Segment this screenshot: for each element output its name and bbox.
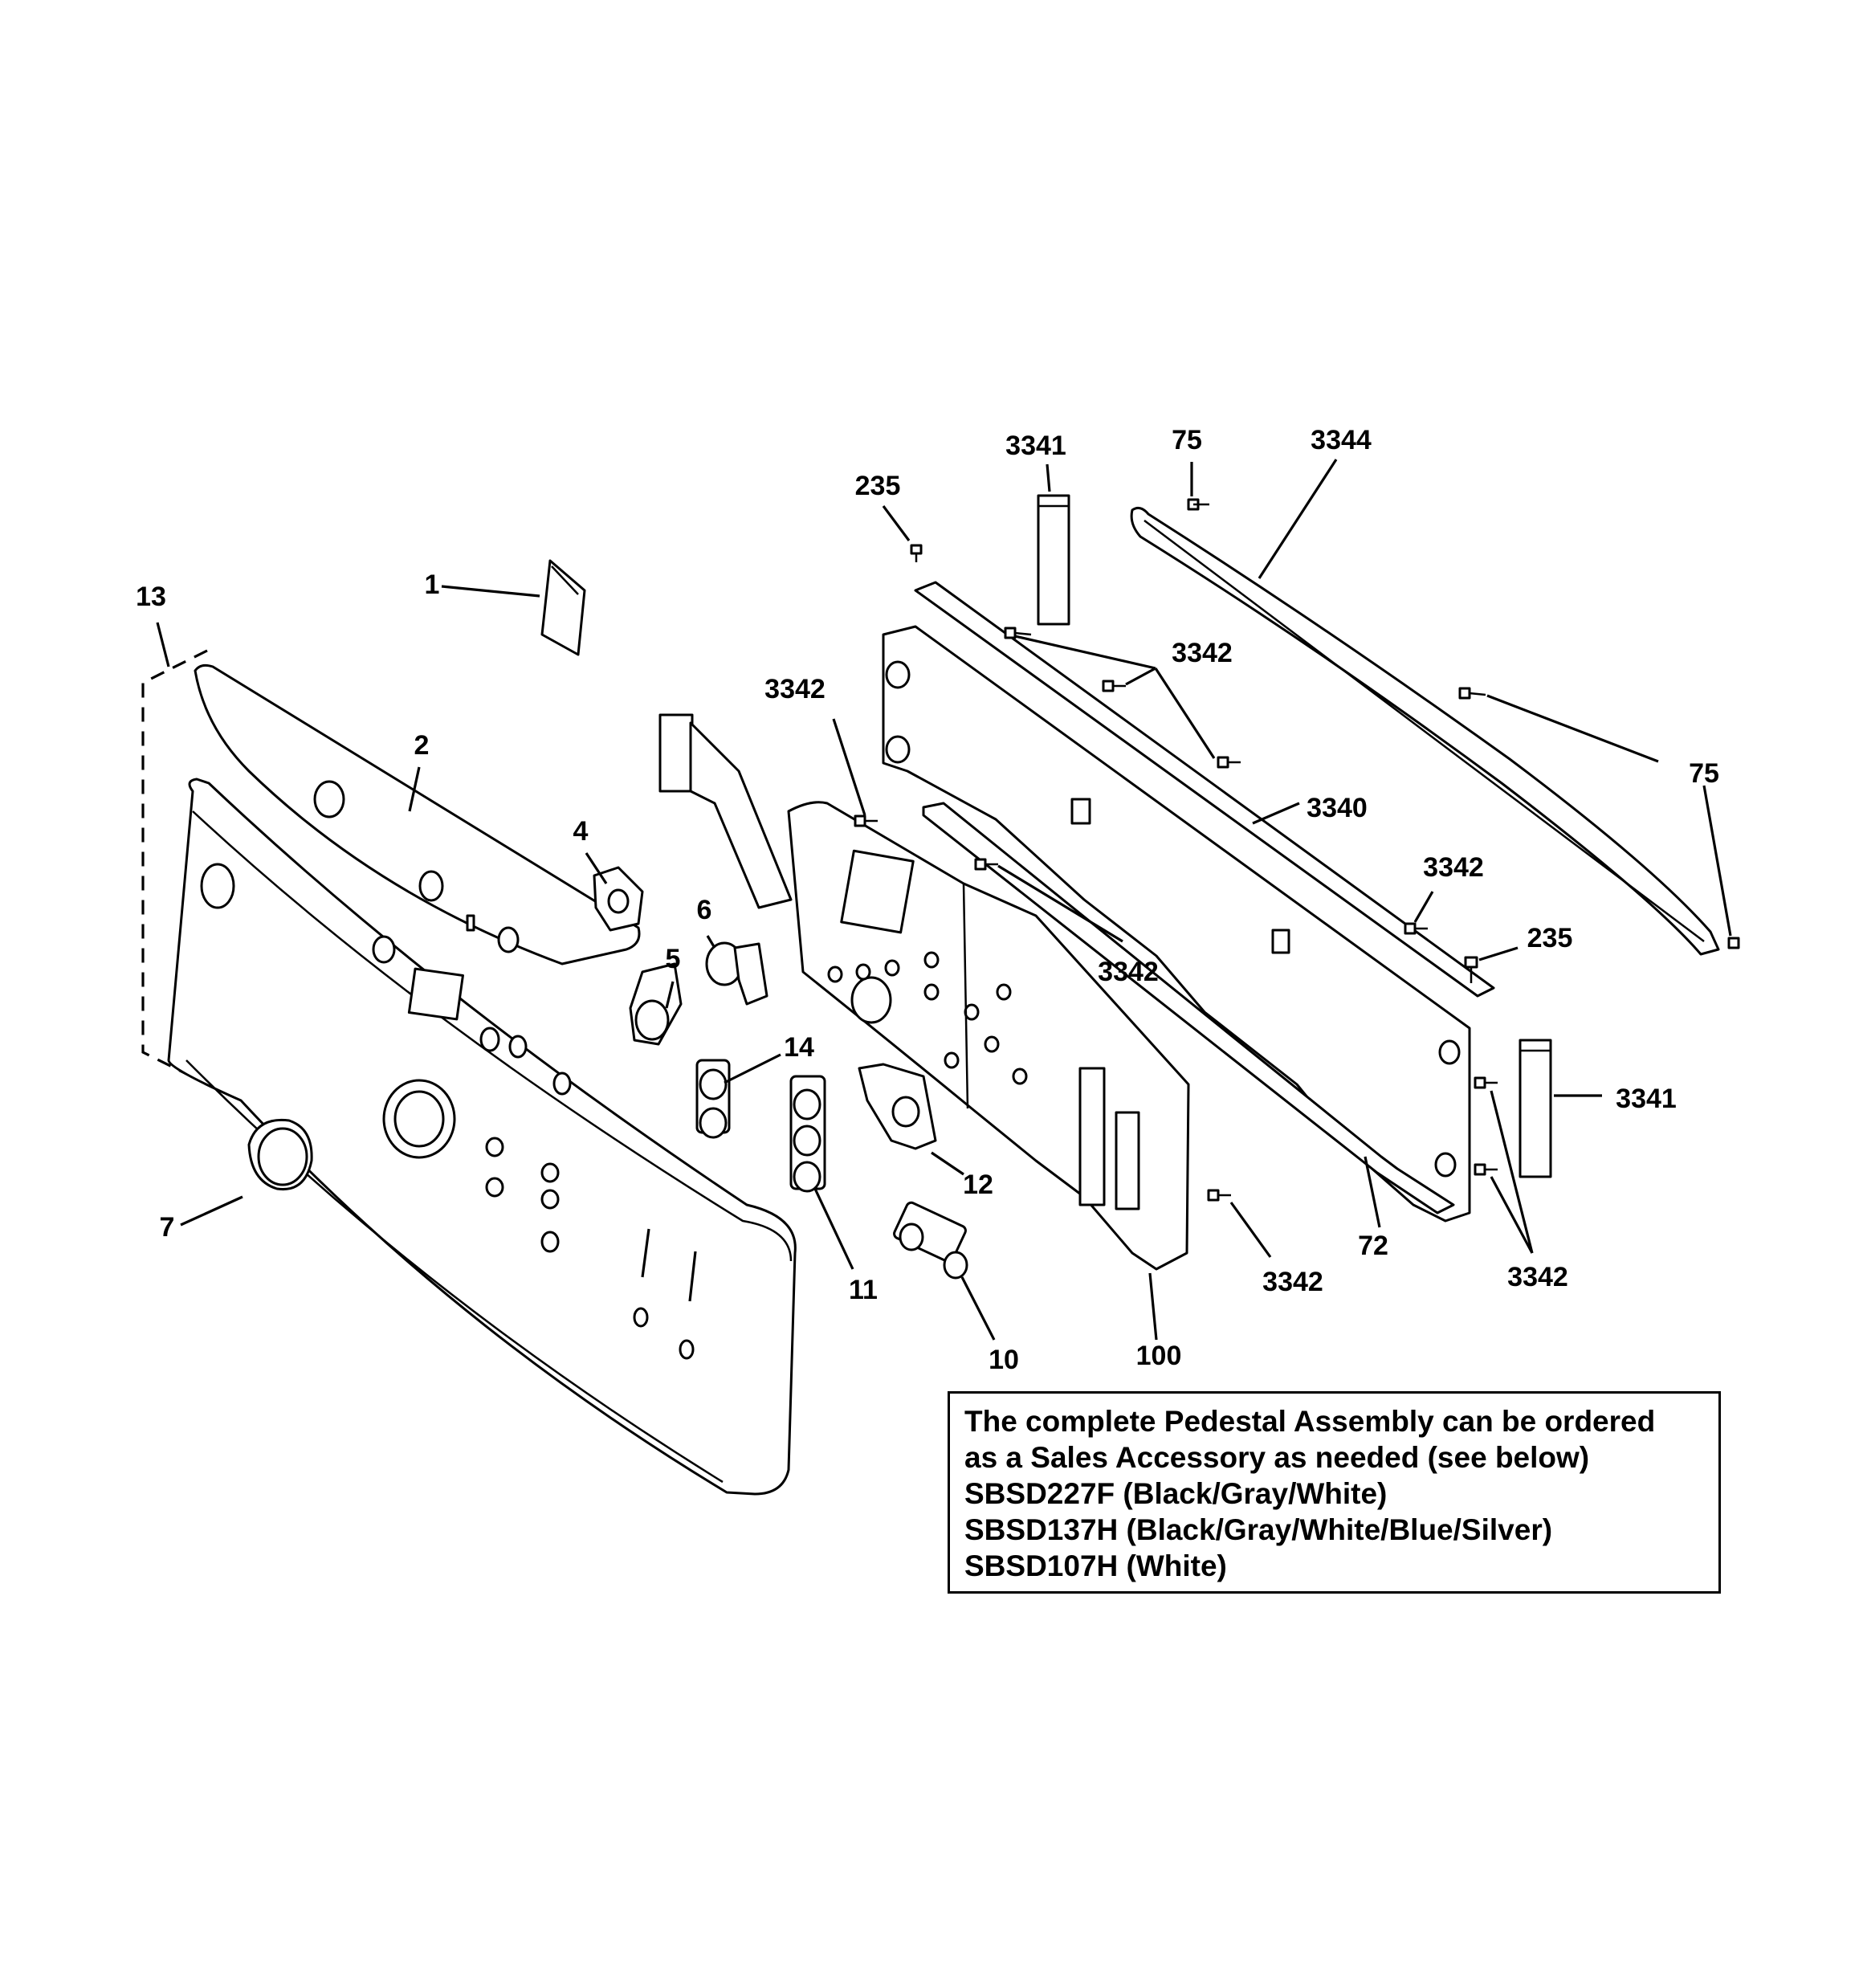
note-line: SBSD137H (Black/Gray/White/Blue/Silver)	[964, 1513, 1553, 1546]
part-3340-housing	[882, 581, 1495, 1223]
callout-235-right: 235	[1527, 923, 1573, 953]
part-6-button	[705, 941, 768, 1006]
control-panel-body	[167, 778, 797, 1496]
part-12-switch	[858, 1063, 937, 1150]
callout-5: 5	[666, 944, 681, 974]
note-line: SBSD107H (White)	[964, 1549, 1227, 1582]
callout-10: 10	[989, 1345, 1019, 1375]
part-1-label-card	[540, 559, 586, 656]
callout-3341-top: 3341	[1005, 431, 1066, 461]
part-7-knob	[247, 1118, 313, 1191]
callout-235-top: 235	[855, 471, 901, 501]
screw-75-bottom	[1727, 937, 1740, 949]
callout-13: 13	[136, 582, 166, 612]
ribbon-cable	[658, 713, 793, 909]
part-2-console-trim	[194, 663, 641, 965]
callout-labels: 1 2 4 5 6 7 10 11 12 13 14 72 75 75 100 …	[136, 425, 1719, 1375]
screw-3342-d	[854, 814, 878, 827]
callout-14: 14	[784, 1032, 814, 1063]
callout-3341-right: 3341	[1616, 1084, 1677, 1114]
callout-3342-left: 3342	[764, 674, 826, 704]
part-3341-foam-block-lower	[1519, 1039, 1552, 1178]
leader-lines	[156, 459, 1732, 1341]
screw-3342-c	[1217, 756, 1241, 769]
screw-235-right	[1464, 956, 1478, 983]
screws	[854, 498, 1740, 1202]
screw-3342-b	[1102, 680, 1126, 692]
note-line: as a Sales Accessory as needed (see belo…	[964, 1441, 1590, 1474]
callout-100: 100	[1136, 1341, 1182, 1371]
note-line: SBSD227F (Black/Gray/White)	[964, 1477, 1388, 1510]
part-11-button-triple	[789, 1075, 826, 1193]
callout-72: 72	[1358, 1231, 1388, 1261]
screw-3342-f	[1404, 922, 1428, 935]
screw-75-mid	[1458, 687, 1486, 700]
screw-3342-g	[1207, 1189, 1231, 1202]
part-3341-foam-block-upper	[1037, 494, 1070, 626]
callout-75-right: 75	[1689, 758, 1719, 789]
callout-6: 6	[697, 895, 712, 925]
callout-3342-center: 3342	[1098, 957, 1159, 987]
callout-2: 2	[414, 730, 430, 761]
part-3344-trim	[1130, 506, 1720, 956]
callout-3342-mid-right: 3342	[1423, 852, 1484, 883]
screw-3342-a	[1004, 627, 1032, 639]
callout-4: 4	[573, 816, 589, 847]
callout-3344: 3344	[1311, 425, 1372, 455]
part-5-button	[629, 962, 683, 1046]
part-14-button-pair	[695, 1059, 731, 1139]
callout-7: 7	[160, 1212, 175, 1243]
callout-11: 11	[849, 1275, 878, 1305]
callout-3342-top: 3342	[1172, 638, 1233, 668]
callout-75-top: 75	[1172, 425, 1202, 455]
screw-75-top	[1187, 498, 1209, 511]
screw-3342-i	[1474, 1163, 1498, 1176]
part-100-control-board	[787, 801, 1190, 1271]
callout-12: 12	[963, 1170, 993, 1200]
callout-1: 1	[425, 569, 440, 600]
pedestal-assembly-note: The complete Pedestal Assembly can be or…	[948, 1391, 1721, 1594]
screw-235-top	[910, 544, 923, 562]
callout-3342-bottom-mid: 3342	[1262, 1267, 1323, 1297]
part-3344-inner-edge	[1143, 520, 1705, 942]
callout-3342-bottom-right: 3342	[1507, 1262, 1568, 1292]
callout-3340: 3340	[1307, 793, 1368, 823]
assembly-13-bracket	[141, 649, 208, 1078]
screw-3342-h	[1474, 1076, 1498, 1089]
part-10-button-pair	[893, 1201, 968, 1280]
note-line: The complete Pedestal Assembly can be or…	[964, 1405, 1656, 1438]
screw-3342-e	[974, 858, 998, 871]
